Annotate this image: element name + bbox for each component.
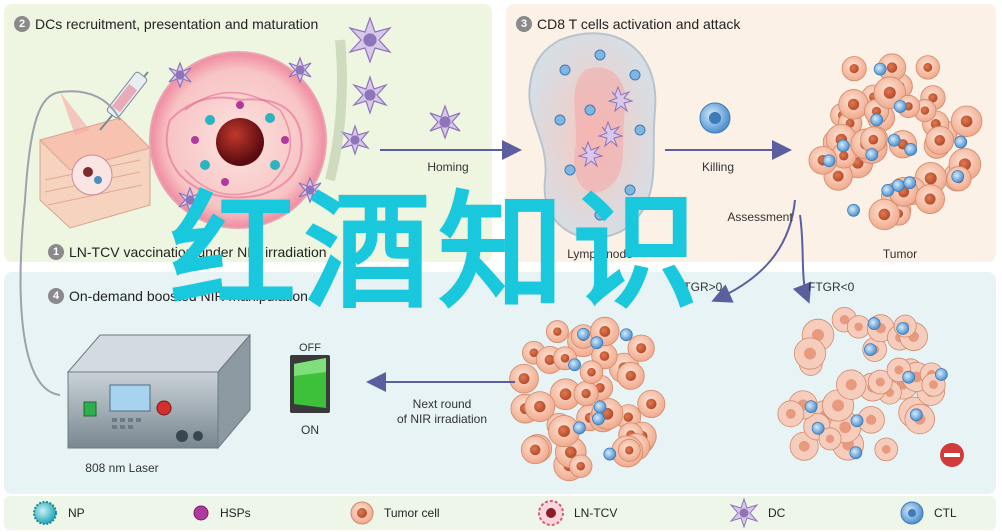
tumor-zoom bbox=[149, 51, 327, 229]
lymph-node bbox=[528, 32, 657, 239]
skin-tissue bbox=[39, 117, 151, 229]
ctl-cell bbox=[699, 102, 731, 134]
legend-item-ctl: CTL bbox=[898, 498, 957, 528]
next-round-label-1: Next round bbox=[412, 397, 472, 411]
laser-device bbox=[66, 333, 252, 450]
tumor-cell-icon bbox=[350, 501, 374, 525]
assessment-arrow-right bbox=[792, 214, 812, 304]
step-2-heading: 2 DCs recruitment, presentation and matu… bbox=[14, 16, 318, 32]
tumor-cluster-top bbox=[808, 53, 983, 231]
legend-item-np: NP bbox=[30, 498, 85, 528]
minus-icon bbox=[940, 443, 964, 467]
tumor-cluster-bottom-right bbox=[777, 306, 948, 462]
assessment-label: Assessment bbox=[727, 210, 793, 224]
ctl-icon bbox=[900, 501, 924, 525]
dc-cells-cluster bbox=[168, 16, 461, 214]
syringe bbox=[99, 71, 149, 131]
homing-label: Homing bbox=[427, 160, 469, 174]
tumor-label: Tumor bbox=[882, 247, 918, 261]
legend-item-dc: DC bbox=[728, 498, 785, 528]
step-3-heading: 3 CD8 T cells activation and attack bbox=[516, 16, 740, 32]
killing-label: Killing bbox=[701, 160, 735, 174]
power-switch bbox=[290, 355, 330, 413]
fiber-cable bbox=[19, 90, 121, 396]
legend-bar bbox=[4, 496, 996, 530]
ftgr-negative-label: FTGR<0 bbox=[808, 280, 855, 294]
ftgr-positive-label: FTGR>0 bbox=[676, 280, 723, 294]
next-round-label-2: of NIR irradiation bbox=[396, 412, 488, 426]
step-1-heading: 1 LN-TCV vaccination under NIR irradiati… bbox=[48, 244, 327, 260]
step-4-heading: 4 On-demand boosted NIR manipulation bbox=[48, 288, 308, 304]
np-icon bbox=[33, 501, 57, 525]
dc-icon bbox=[729, 498, 759, 528]
switch-on-label: ON bbox=[301, 423, 319, 437]
lymph-node-label: Lymph node bbox=[567, 247, 633, 261]
switch-off-label: OFF bbox=[299, 342, 321, 354]
tumor-cluster-bottom-left bbox=[509, 316, 666, 482]
ln-tcv-icon bbox=[538, 500, 564, 526]
laser-label: 808 nm Laser bbox=[85, 461, 159, 475]
legend-item-hsps: HSPs bbox=[190, 498, 251, 528]
watermark-overlay-text: 红酒知识 bbox=[170, 179, 706, 326]
legend-item-ln-tcv: LN-TCV bbox=[536, 498, 617, 528]
legend-item-tumor-cell: Tumor cell bbox=[348, 498, 440, 528]
hsps-icon bbox=[193, 505, 209, 521]
assessment-arrow-left bbox=[711, 199, 796, 303]
